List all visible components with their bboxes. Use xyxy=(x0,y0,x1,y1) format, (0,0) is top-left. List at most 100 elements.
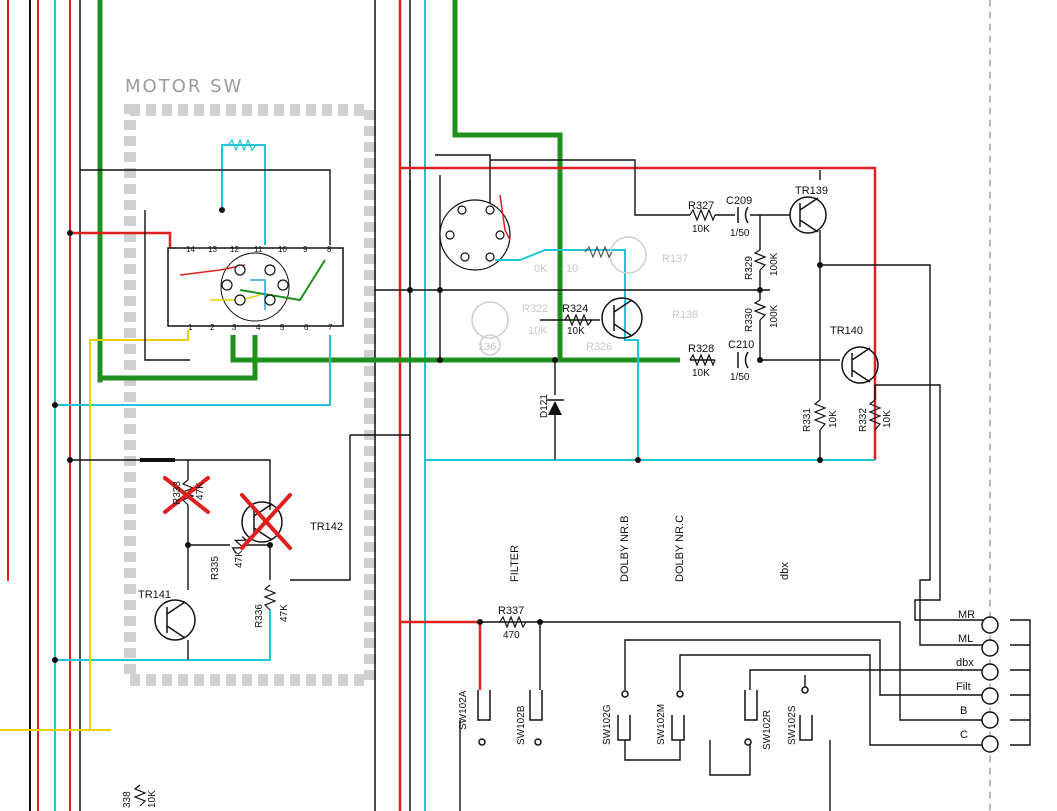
resistor-r338 xyxy=(133,784,147,807)
r336-value: 47K xyxy=(279,604,290,622)
resistor-r327 xyxy=(689,208,716,222)
transistor-tr138 xyxy=(601,297,643,339)
resistor-r332 xyxy=(868,399,882,431)
resistor-r328 xyxy=(689,353,716,367)
r331-label: R331 xyxy=(802,408,813,432)
sw102r-label: SW102R xyxy=(762,710,773,750)
r332-label: R332 xyxy=(858,408,869,432)
connector-label: B xyxy=(960,705,967,717)
removed-part-marks xyxy=(163,476,292,550)
switch-sw102g xyxy=(617,690,631,741)
ic-pins-bottom: 1 2 3 4 5 6 7 xyxy=(188,323,333,332)
diode-d121 xyxy=(546,399,564,415)
sw102b-label: SW102B xyxy=(516,705,527,745)
tr140-label: TR140 xyxy=(830,325,863,337)
r329-label: R329 xyxy=(744,256,755,280)
ic-pin-bottom: 7 xyxy=(328,323,333,332)
connector-label: dbx xyxy=(956,657,974,669)
ic-pins-top: 14 13 12 11 10 9 8 xyxy=(186,245,332,254)
yellow-wires xyxy=(89,330,189,730)
ic-pin-top: 10 xyxy=(278,245,287,254)
component-labels: MOTOR SW TR139 TR140 TR141 TR142 R327 10… xyxy=(122,76,893,808)
ic-pin-bottom: 2 xyxy=(210,323,215,332)
dbx-label: dbx xyxy=(779,562,791,580)
junction-dots xyxy=(52,207,823,663)
r336-label: R336 xyxy=(254,604,265,628)
r338-label: 338 xyxy=(122,791,133,808)
r337-value: 470 xyxy=(503,630,520,641)
transistor-tr140 xyxy=(841,346,879,384)
resistor-r335 xyxy=(231,536,248,554)
transistor-tr141 xyxy=(154,599,196,641)
ic-pin-bottom: 4 xyxy=(256,323,261,332)
sw102g-label: SW102G xyxy=(602,704,613,745)
switch-sw102s xyxy=(799,686,813,741)
ghost-10-label: 10 xyxy=(566,263,578,275)
r328-value: 10K xyxy=(692,368,710,379)
r137-label: R137 xyxy=(662,253,688,265)
switches xyxy=(477,686,813,746)
capacitor-c210-curve xyxy=(744,351,749,369)
ic-pin-top: 9 xyxy=(303,245,308,254)
motor-switch-ic xyxy=(167,247,344,327)
dolby-c-label: DOLBY NR.C xyxy=(674,515,686,582)
switch-sw102m xyxy=(671,690,685,741)
ic-pin-top: 12 xyxy=(230,245,239,254)
connector-label: Filt xyxy=(956,681,971,693)
r330-label: R330 xyxy=(744,308,755,332)
ic-pin-top: 14 xyxy=(186,245,195,254)
r338-value: 10K xyxy=(147,790,158,808)
tr139-label: TR139 xyxy=(795,185,828,197)
motor-switch-block-outline xyxy=(124,104,376,686)
black-wires xyxy=(70,154,1031,811)
switch-sw102a xyxy=(477,690,491,746)
r337-label: R337 xyxy=(498,605,524,617)
ic-pin-top: 13 xyxy=(208,245,217,254)
r335-label: R335 xyxy=(210,556,221,580)
r331-value: 10K xyxy=(828,410,839,428)
r332-value: 10K xyxy=(882,410,893,428)
sw102a-label: SW102A xyxy=(458,690,469,730)
connector-terminal-labels: MR ML dbx Filt B C xyxy=(956,609,975,741)
filter-label: FILTER xyxy=(509,545,521,582)
c210-value: 1/50 xyxy=(730,372,750,383)
c209-value: 1/50 xyxy=(730,228,750,239)
transistor-tr139 xyxy=(789,196,827,234)
ghost-0k-label: 0K xyxy=(534,263,548,275)
resistor-r329 xyxy=(753,249,767,271)
r326-label: R326 xyxy=(586,341,612,353)
connector-label: ML xyxy=(958,633,973,645)
resistor-r330 xyxy=(753,299,767,321)
r333-label: R333 xyxy=(172,481,183,505)
r328-label: R328 xyxy=(688,343,714,355)
resistor-r331 xyxy=(813,399,827,431)
tr142-label: TR142 xyxy=(310,521,343,533)
c210-label: C210 xyxy=(728,339,754,351)
connector-label: MR xyxy=(958,609,975,621)
ic-pin-bottom: 3 xyxy=(232,323,237,332)
r329-value: 100K xyxy=(769,252,780,276)
ic-pin-bottom: 1 xyxy=(188,323,193,332)
switch-sw102b xyxy=(529,690,543,746)
ic-pin-bottom: 5 xyxy=(280,323,285,332)
resistor-r324 xyxy=(564,313,593,327)
r327-value: 10K xyxy=(692,224,710,235)
ic-pin-bottom: 6 xyxy=(304,323,309,332)
resistor-r336 xyxy=(263,584,277,611)
dolby-b-label: DOLBY NR.B xyxy=(619,516,631,582)
ic-pin-top: 11 xyxy=(254,245,263,254)
motor-sw-label: MOTOR SW xyxy=(125,76,243,97)
capacitors xyxy=(737,206,749,369)
r330-value: 100K xyxy=(769,304,780,328)
resistor-r337 xyxy=(499,615,527,629)
resistor-ghost xyxy=(584,245,613,259)
r136-label: 136 xyxy=(478,341,496,353)
r322-value: 10K xyxy=(528,325,548,337)
capacitor-c209-curve xyxy=(744,206,749,224)
r324-label: R324 xyxy=(562,303,588,315)
cyan-wires xyxy=(55,144,875,661)
r327-label: R327 xyxy=(688,200,714,212)
r333-value: 47K xyxy=(195,482,206,500)
connector-terminals xyxy=(981,616,999,753)
